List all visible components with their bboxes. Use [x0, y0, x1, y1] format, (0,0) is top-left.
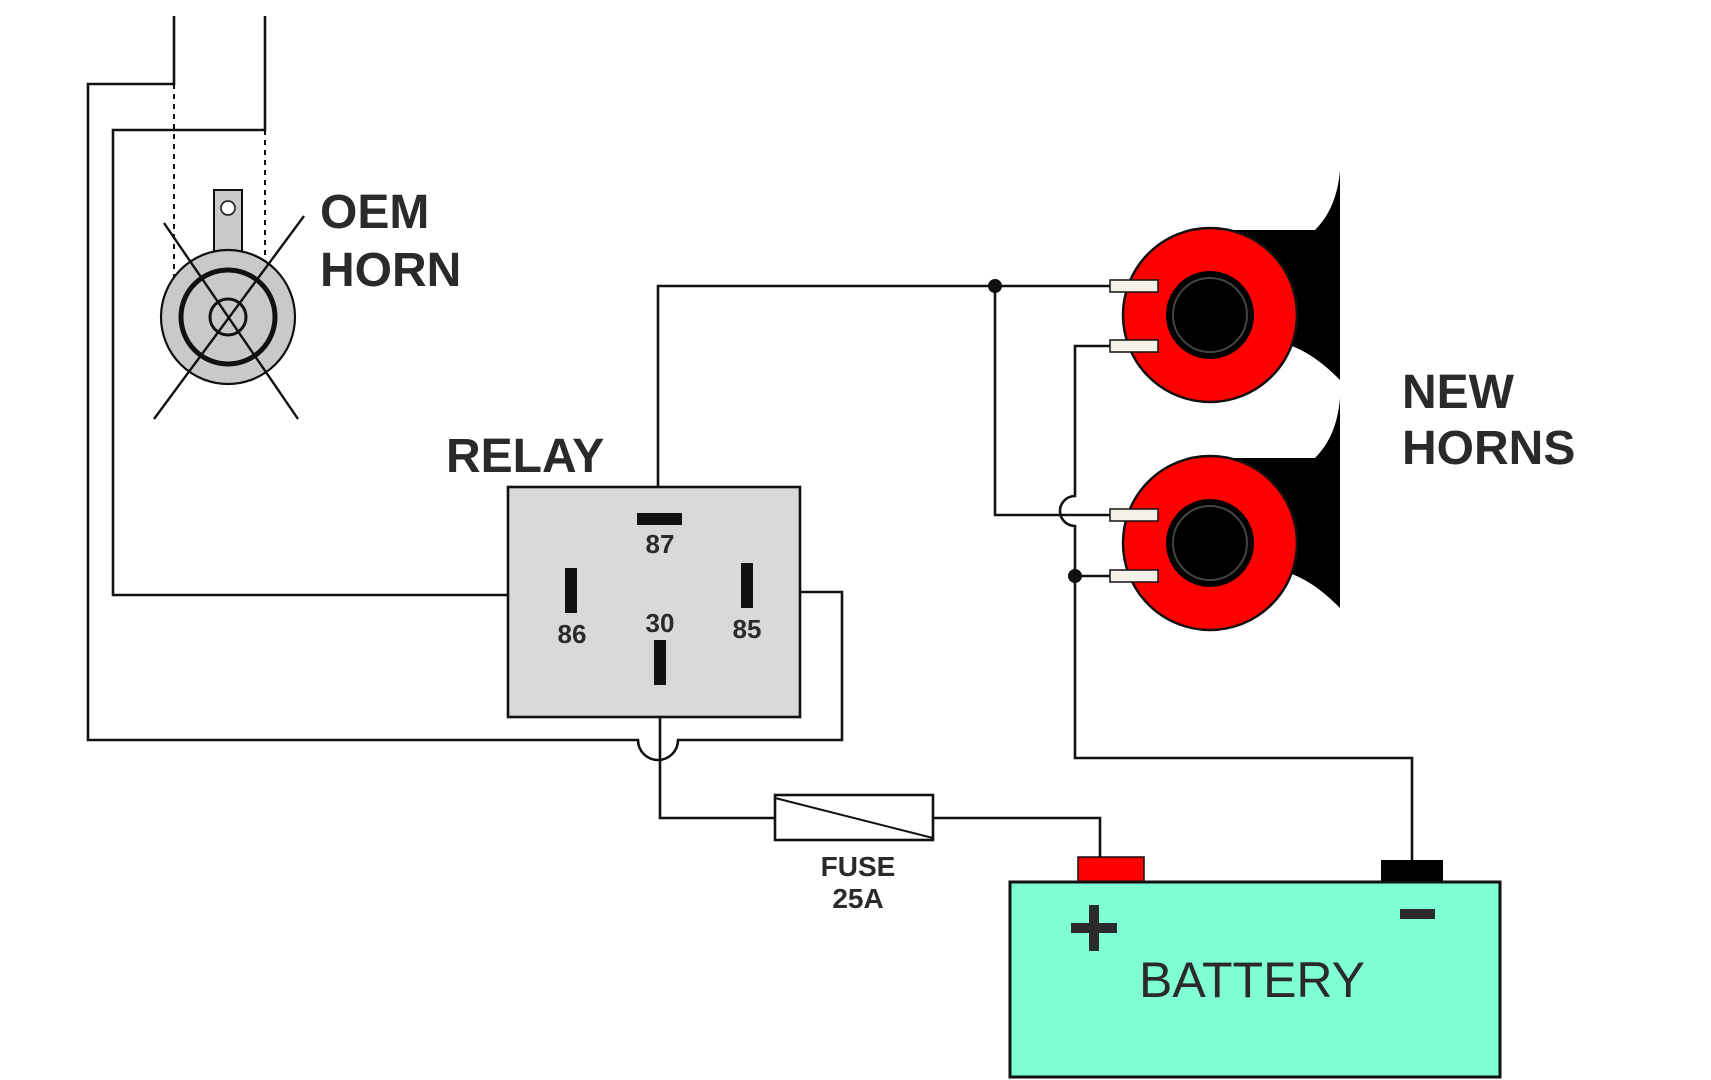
fuse-element — [774, 797, 934, 839]
oem-horn-cross-line — [163, 222, 299, 420]
junction-dot — [988, 279, 1002, 293]
fuse — [773, 793, 935, 842]
horn-center — [1172, 505, 1248, 581]
wire-relay-30-to-fuse — [658, 688, 775, 820]
oem-horn — [153, 84, 305, 420]
battery-positive-symbol — [1071, 923, 1117, 933]
horn-terminal-negative — [1109, 569, 1159, 583]
oem-horn-center — [208, 297, 248, 337]
relay-pin-86-label: 86 — [558, 619, 587, 649]
oem-horn-label-line1: OEM — [320, 186, 429, 239]
oem-horn-bracket — [213, 189, 243, 253]
fuse-label-line1: FUSE — [821, 851, 896, 882]
battery-positive-terminal — [1077, 856, 1145, 884]
oem-horn-inner-ring — [178, 267, 278, 367]
new-horns-label-line2: HORNS — [1402, 422, 1575, 475]
relay-pin-30-label: 30 — [646, 608, 675, 638]
oem-horn-bracket-hole — [220, 200, 236, 216]
battery-negative-symbol — [1400, 909, 1435, 919]
horn-terminal-positive — [1109, 279, 1159, 293]
new-horns-label-line1: NEW — [1402, 366, 1515, 419]
relay-pin-30 — [654, 640, 666, 685]
battery — [1008, 856, 1502, 1079]
wire-oem-horn-to-relay-85 — [86, 16, 844, 762]
relay-pin-85-label: 85 — [733, 614, 762, 644]
oem-horn-label-line2: HORN — [320, 244, 461, 297]
horn-terminal-positive — [1109, 508, 1159, 522]
wires — [86, 16, 1414, 862]
relay-pin-87 — [637, 513, 682, 525]
relay-pin-87-label: 87 — [646, 529, 675, 559]
new-horn-top — [1109, 170, 1340, 404]
battery-negative-terminal — [1381, 860, 1443, 883]
oem-horn-cross-line — [153, 215, 305, 420]
relay-pin-85 — [741, 563, 753, 608]
relay — [506, 485, 802, 719]
wire-oem-horn-to-relay-86 — [111, 16, 545, 597]
new-horn-bottom — [1109, 398, 1340, 632]
wire-relay-87-to-horns — [656, 284, 1115, 495]
relay-pin-86 — [565, 568, 577, 613]
wire-fuse-to-battery-positive — [933, 816, 1102, 858]
relay-label: RELAY — [446, 430, 604, 483]
fuse-label-line2: 25A — [832, 883, 883, 914]
wire-horn-top-positive-branch — [993, 286, 1110, 517]
horn-center — [1172, 277, 1248, 353]
horn-terminal-negative — [1109, 339, 1159, 353]
battery-label: BATTERY — [1139, 952, 1365, 1008]
junction-dot — [1068, 569, 1082, 583]
wire-horns-ground-to-battery-negative — [1058, 344, 1414, 862]
